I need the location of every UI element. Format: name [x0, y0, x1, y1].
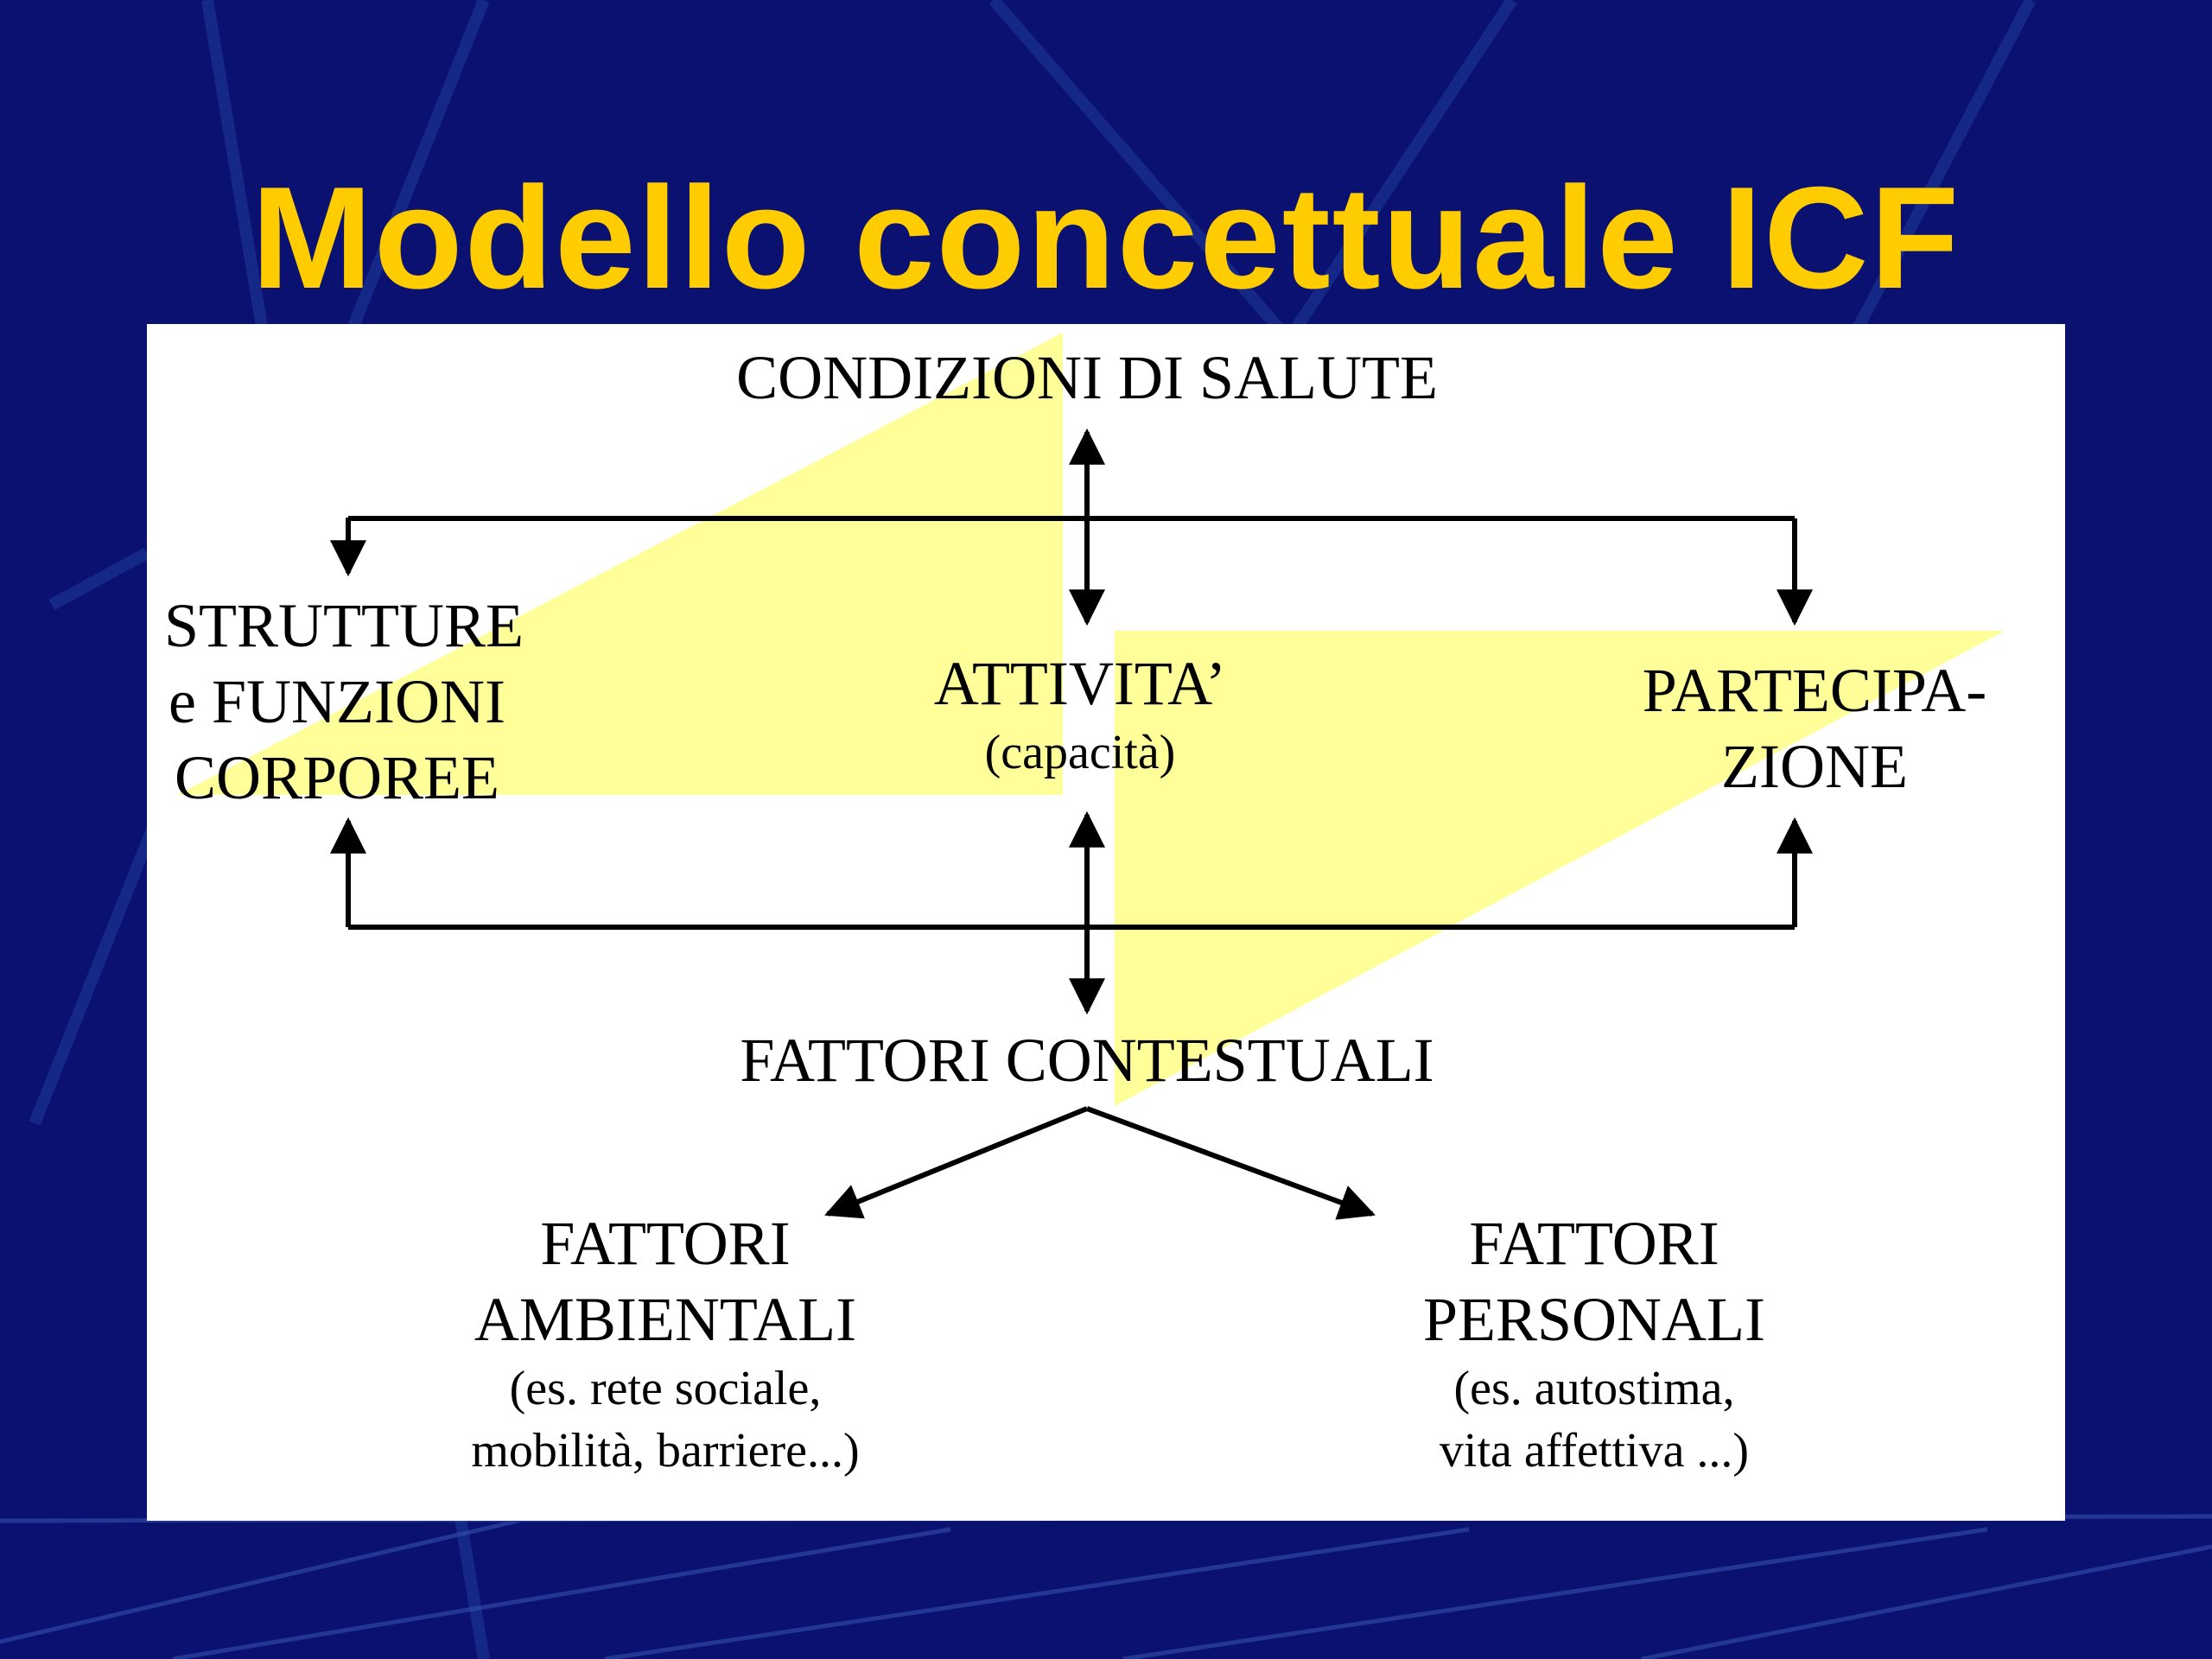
participation-label: PARTECIPA- ZIONE	[1624, 652, 2005, 804]
personal-line-1: FATTORI	[1469, 1209, 1719, 1278]
contextual-factors-label: FATTORI CONTESTUALI	[740, 1026, 1434, 1095]
environmental-example-2: mobilità, barriere...)	[471, 1424, 860, 1478]
highlight-triangle-right	[1115, 631, 2005, 1106]
slide-title: Modello concettuale ICF	[251, 156, 1961, 319]
arrow-to-personal	[1085, 1106, 1376, 1220]
health-conditions-label: CONDIZIONI DI SALUTE	[736, 343, 1438, 412]
personal-line-2: PERSONALI	[1422, 1285, 1766, 1354]
participation-line-1: PARTECIPA-	[1642, 656, 1987, 725]
body-structures-line-1: STRUTTURE	[164, 591, 524, 660]
body-structures-line-3: CORPOREE	[174, 743, 500, 812]
activity-title: ATTIVITA’	[933, 649, 1227, 718]
personal-example-2: vita affettiva ...)	[1439, 1424, 1750, 1478]
environmental-factors-label: FATTORI AMBIENTALI (es. rete sociale, mo…	[406, 1205, 925, 1482]
environmental-example-1: (es. rete sociale,	[509, 1362, 822, 1415]
arrow-to-environmental	[824, 1106, 1089, 1219]
activity-note: (capacità)	[984, 726, 1176, 779]
body-structures-label: STRUTTURE e FUNZIONI CORPOREE	[164, 588, 524, 816]
activity-label: ATTIVITA’ (capacità)	[907, 645, 1253, 784]
diagram-panel: CONDIZIONI DI SALUTE STRUTTURE e FUNZION…	[147, 324, 2065, 1521]
personal-example-1: (es. autostima,	[1453, 1362, 1735, 1415]
body-structures-line-2: e FUNZIONI	[168, 667, 505, 736]
personal-factors-label: FATTORI PERSONALI (es. autostima, vita a…	[1335, 1205, 1853, 1482]
icf-diagram	[177, 333, 2005, 1220]
environmental-line-2: AMBIENTALI	[474, 1285, 857, 1354]
environmental-line-1: FATTORI	[540, 1209, 791, 1278]
participation-line-2: ZIONE	[1721, 732, 1908, 801]
highlight-triangle-left	[177, 333, 1063, 795]
